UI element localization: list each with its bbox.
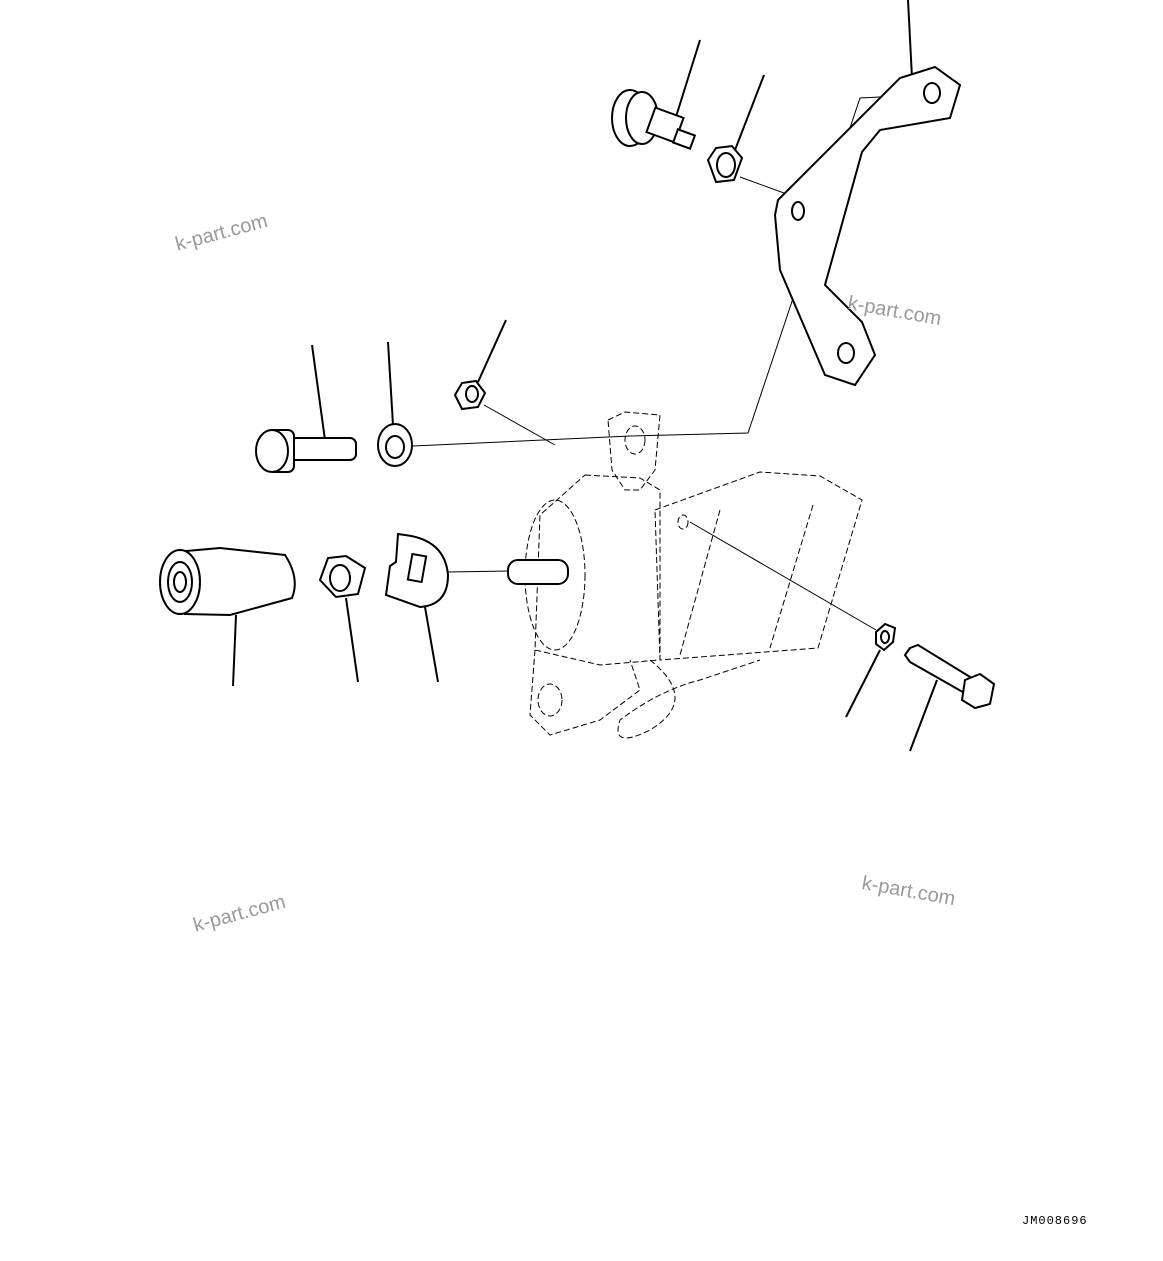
washer-left-part (377, 423, 413, 467)
slotted-plate-part (384, 532, 450, 609)
drawing-code: JM008696 (1022, 1214, 1088, 1228)
hex-nut-large-part (318, 554, 367, 599)
lever-knob-part (159, 546, 296, 617)
leader-lines (232, 0, 938, 752)
hex-bolt-right-part (903, 643, 996, 710)
small-nut-part (453, 379, 487, 411)
bracket-part (773, 65, 962, 387)
nut-top-part (706, 144, 744, 184)
hex-bolt-left-part (255, 429, 357, 473)
lock-washer-right-part (875, 622, 897, 652)
control-valve-assembly-part (507, 411, 863, 739)
cable-end-fitting-part (611, 89, 697, 150)
